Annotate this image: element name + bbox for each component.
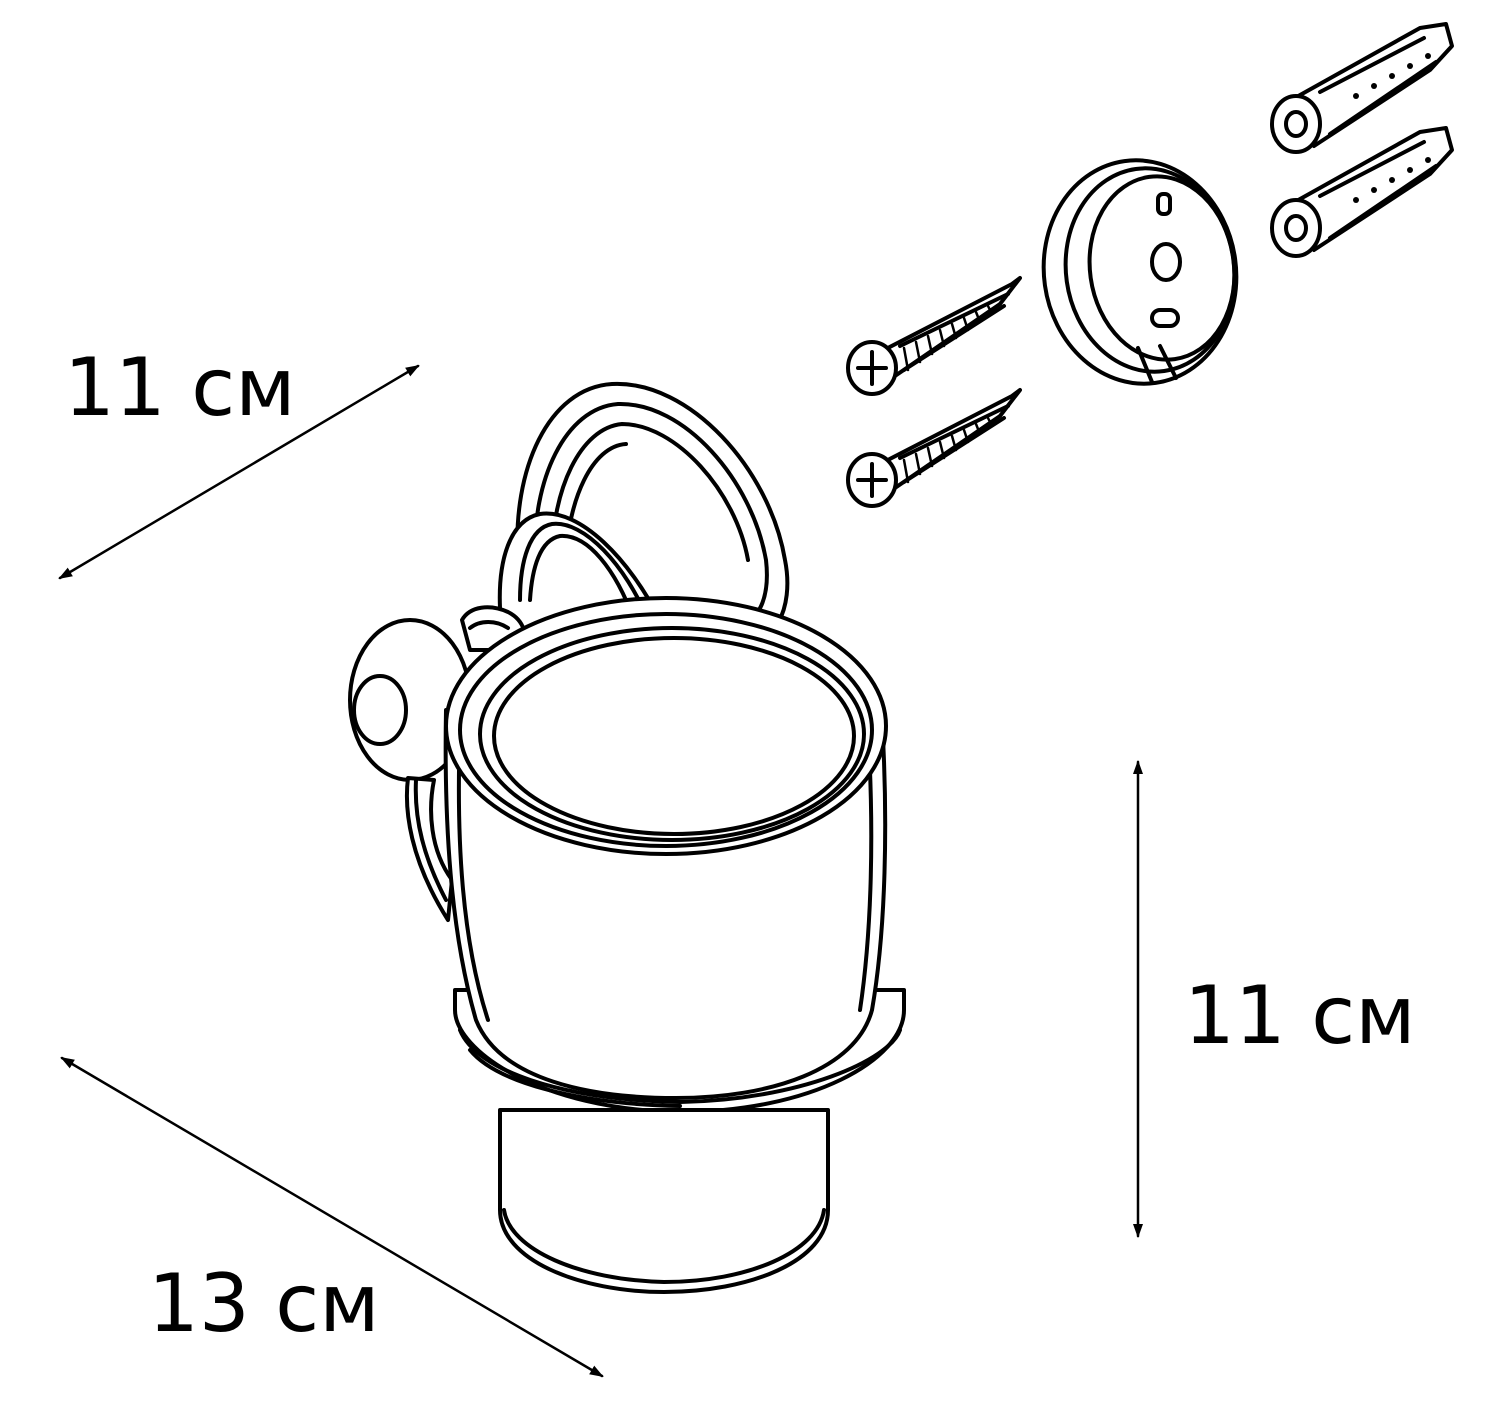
height-dimension-label: 11 см — [1184, 969, 1416, 1062]
wall-plug-lower — [1270, 126, 1454, 258]
depth-dimension-arrow — [58, 364, 420, 580]
side-knob — [348, 618, 472, 922]
width-dimension-arrow — [60, 1056, 604, 1378]
width-dimension-label: 13 см — [148, 1257, 380, 1350]
wall-plug-upper — [1270, 22, 1454, 154]
screw-lower — [846, 388, 1022, 508]
mounting-disc — [1041, 158, 1239, 386]
cup — [443, 596, 888, 1100]
screw-upper — [846, 276, 1022, 396]
depth-dimension-label: 11 см — [64, 341, 296, 434]
cup-bottom — [498, 1108, 830, 1294]
